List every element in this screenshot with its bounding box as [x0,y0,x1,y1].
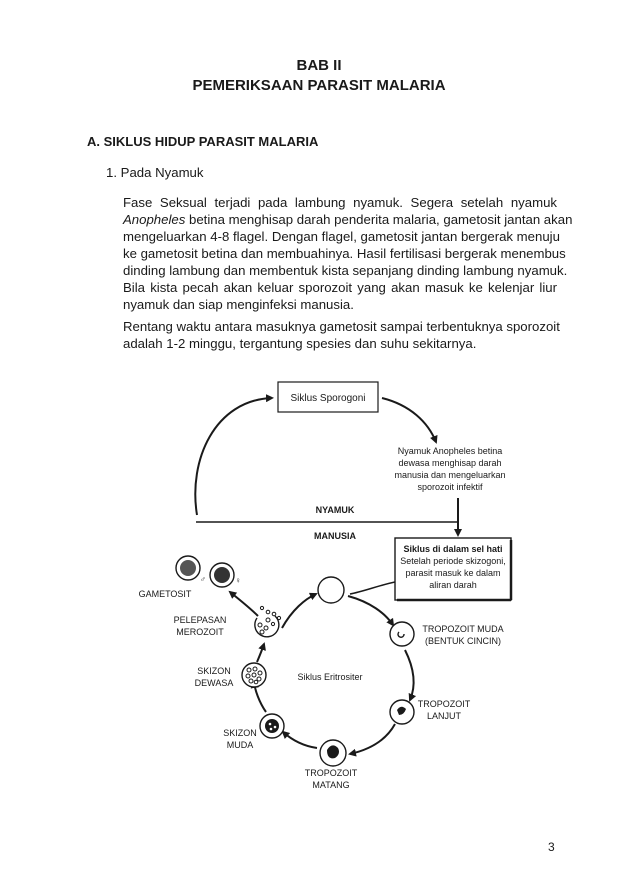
male-gametocyte [180,560,196,576]
arrow-to-sporogony [195,398,272,515]
nucleus-dot [274,726,277,729]
section-heading: A. SIKLUS HIDUP PARASIT MALARIA [87,134,318,149]
young-schizont-label: MUDA [227,740,254,750]
young-schizont-parasite [265,719,279,733]
text-fragment: betina menghisap darah penderita malaria… [185,212,572,227]
mosquito-note-line: dewasa menghisap darah [398,458,501,468]
arrow-to-gametocytes [230,592,258,616]
sporogony-label: Siklus Sporogoni [290,393,365,404]
text-line: adalah 1-2 minggu, tergantung spesies da… [123,335,557,352]
mosquito-note-line: manusia dan mengeluarkan [394,470,505,480]
male-symbol-icon: ♂ [200,575,206,584]
late-trophozoite-label: TROPOZOIT [418,699,471,709]
nucleus-dot [269,723,272,726]
text-line: dinding lambung dan membentuk kista sepa… [123,262,557,279]
mature-trophozoite-label: MATANG [312,780,349,790]
cycle-arrow [405,650,414,700]
page-number: 3 [548,840,555,854]
female-gametocyte [214,567,230,583]
mosquito-label: NYAMUK [316,505,355,515]
liver-box-title: Siklus di dalam sel hati [403,544,502,554]
cycle-arrow [283,732,317,748]
mature-schizont-label: DEWASA [195,678,234,688]
text-line: nyamuk dan siap menginfeksi manusia. [123,296,557,313]
paragraph-time-span: Rentang waktu antara masuknya gametosit … [123,318,557,352]
liver-box-line: Setelah periode skizogoni, [400,556,506,566]
chapter-number: BAB II [0,57,638,74]
human-label: MANUSIA [314,531,356,541]
subsection-heading: 1. Pada Nyamuk [106,165,204,180]
merozoite-release-label: MEROZOIT [176,627,224,637]
arrow-from-sporogony [382,398,436,442]
species-name: Anopheles [123,212,185,227]
cycle-arrow [257,644,264,662]
text-line: ke gametosit betina dan membuahinya. Has… [123,245,557,262]
text-line: Bila kista pecah akan keluar sporozoit y… [123,279,557,296]
cycle-arrow [282,594,316,628]
mosquito-note-line: Nyamuk Anopheles betina [398,446,503,456]
mature-schizont-cell [242,663,266,687]
mature-trophozoite-label: TROPOZOIT [305,768,358,778]
chapter-title: PEMERIKSAAN PARASIT MALARIA [0,77,638,94]
gametocyte-label: GAMETOSIT [139,589,192,599]
late-trophozoite-label: LANJUT [427,711,462,721]
mature-schizont-label: SKIZON [197,666,231,676]
text-line: Fase Seksual terjadi pada lambung nyamuk… [123,194,557,211]
liver-box-line: aliran darah [429,580,477,590]
cycle-arrow [348,596,393,625]
text-line: Rentang waktu antara masuknya gametosit … [123,318,557,335]
red-blood-cell [318,577,344,603]
young-schizont-label: SKIZON [223,728,257,738]
text-line: Anopheles betina menghisap darah penderi… [123,211,557,228]
erythrocytic-cycle-label: Siklus Eritrositer [297,672,362,682]
ring-stage-cell [390,622,414,646]
young-trophozoite-label: (BENTUK CINCIN) [425,636,501,646]
paragraph-sexual-phase: Fase Seksual terjadi pada lambung nyamuk… [123,194,557,313]
text-line: mengeluarkan 4-8 flagel. Dengan flagel, … [123,228,557,245]
cycle-arrow [350,724,395,754]
malaria-life-cycle-diagram: Siklus Sporogoni Nyamuk Anopheles betina… [0,370,638,800]
arrow-liver-to-blood [350,582,395,594]
female-symbol-icon: ♀ [235,576,241,585]
merozoite-release-label: PELEPASAN [174,615,227,625]
young-trophozoite-label: TROPOZOIT MUDA [422,624,503,634]
nucleus-dot [270,728,273,731]
liver-box-line: parasit masuk ke dalam [405,568,500,578]
mosquito-note-line: sporozoit infektif [417,482,483,492]
